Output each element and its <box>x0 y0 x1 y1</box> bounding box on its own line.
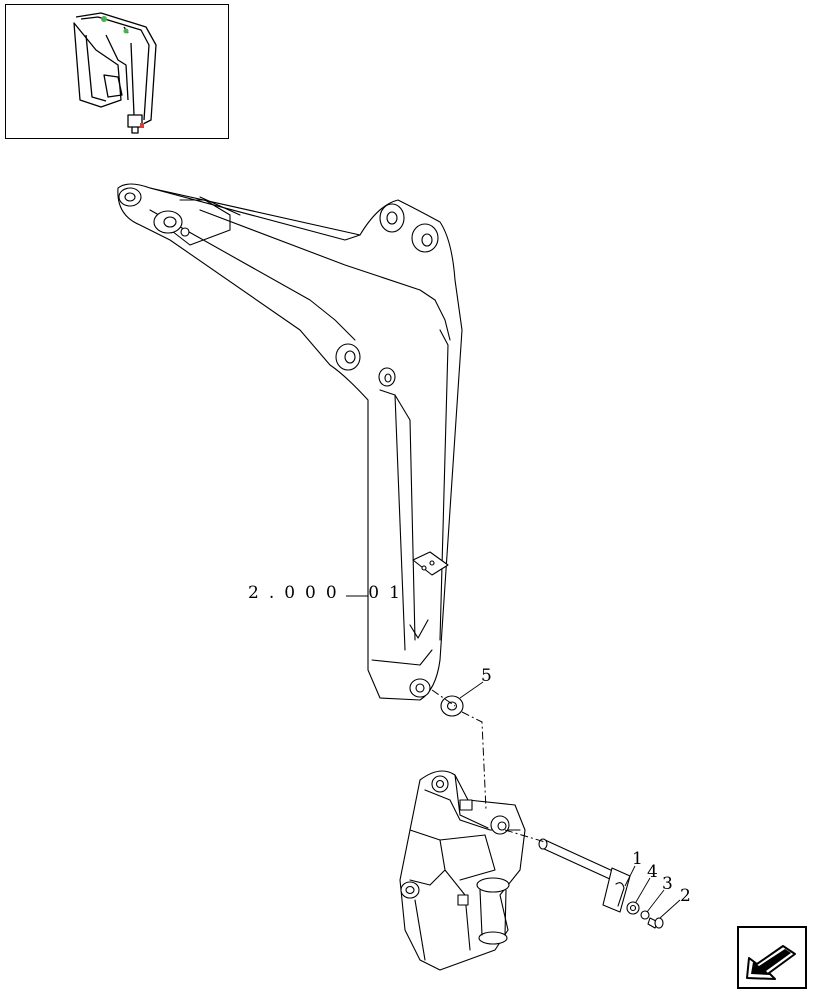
callout-5: 5 <box>481 666 492 686</box>
arrow-down-left-icon <box>746 945 796 980</box>
callout-2: 2 <box>680 886 691 906</box>
nut-part-3 <box>640 910 650 920</box>
pin-part-1 <box>538 838 631 913</box>
dipper-arm <box>117 183 463 701</box>
callout-4: 4 <box>647 862 658 882</box>
callout-3: 3 <box>662 874 673 894</box>
overview-thumbnail <box>5 4 229 139</box>
thumbnail-machine-icon <box>73 12 157 134</box>
bolt-part-2 <box>647 917 664 929</box>
leader-lines <box>346 595 681 919</box>
navigation-button[interactable] <box>737 926 807 989</box>
reference-code-left: 2.000 <box>248 583 347 603</box>
swing-bracket <box>399 770 526 971</box>
callout-1: 1 <box>632 849 643 869</box>
assembly-lines <box>431 689 546 843</box>
reference-label: 2.000 01 <box>248 585 410 602</box>
reference-code-right: 01 <box>368 583 410 603</box>
